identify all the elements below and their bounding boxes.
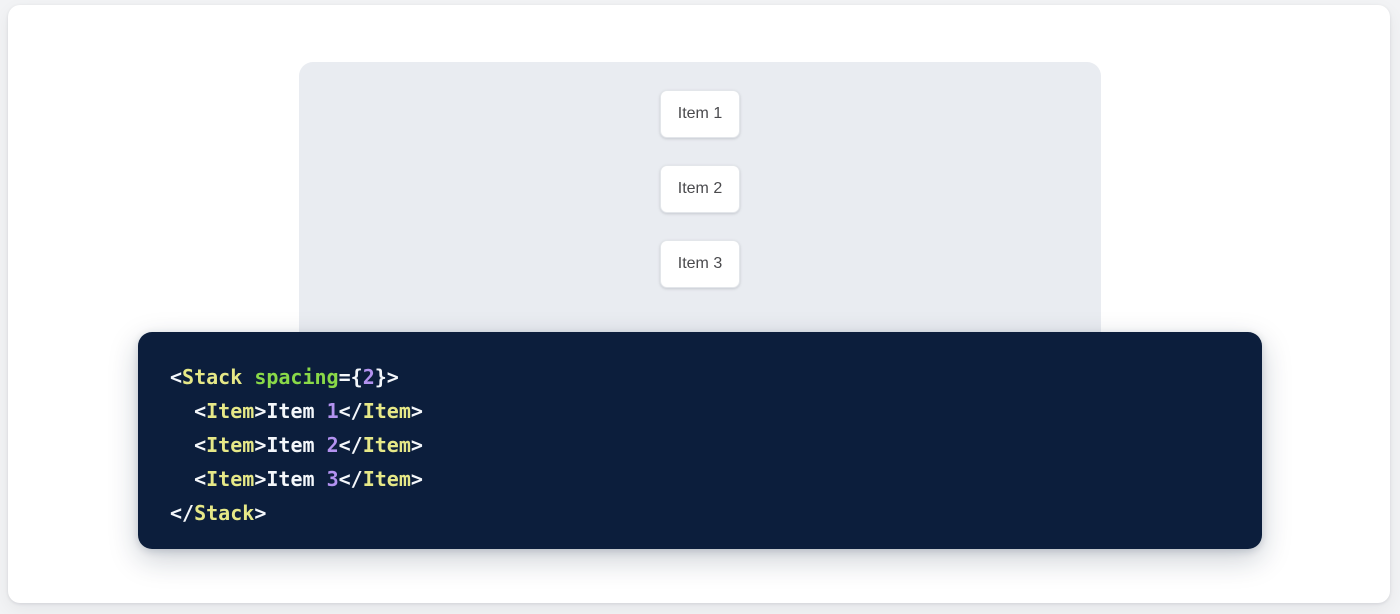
code-token-punct: </: [170, 501, 194, 525]
code-token-tag: Stack: [182, 365, 242, 389]
code-token-punct: >: [254, 399, 266, 423]
code-token-tag: Item: [206, 467, 254, 491]
code-token-tag: Stack: [194, 501, 254, 525]
stack-item[interactable]: Item 3: [660, 240, 740, 288]
code-token-num: 2: [327, 433, 339, 457]
code-token-tag: Item: [206, 433, 254, 457]
stack-item[interactable]: Item 2: [660, 165, 740, 213]
code-line: </Stack>: [170, 496, 1262, 530]
component-preview-panel: Item 1 Item 2 Item 3: [299, 62, 1101, 362]
code-token-punct: </: [339, 433, 363, 457]
code-indent: [170, 433, 194, 457]
code-token-num: 3: [327, 467, 339, 491]
code-token-tag: Item: [363, 433, 411, 457]
code-token-punct: >: [411, 467, 423, 491]
code-token-punct: ={: [339, 365, 363, 389]
code-token-text: [242, 365, 254, 389]
app-card: Item 1Item 2Item 3 <Stack spacing={2}> <…: [8, 5, 1390, 603]
code-token-num: 1: [327, 399, 339, 423]
code-indent: [170, 399, 194, 423]
code-token-punct: </: [339, 467, 363, 491]
code-token-punct: >: [254, 433, 266, 457]
code-content: <Stack spacing={2}> <Item>Item 1</Item> …: [170, 360, 1262, 530]
code-indent: [170, 467, 194, 491]
code-token-tag: Item: [206, 399, 254, 423]
stack-item[interactable]: Item 1: [660, 90, 740, 138]
code-line: <Item>Item 2</Item>: [170, 428, 1262, 462]
code-token-punct: >: [411, 399, 423, 423]
code-token-punct: >: [254, 501, 266, 525]
code-token-text: Item: [266, 433, 326, 457]
code-token-text: Item: [266, 467, 326, 491]
code-token-punct: <: [194, 433, 206, 457]
code-line: <Stack spacing={2}>: [170, 360, 1262, 394]
code-token-punct: <: [194, 467, 206, 491]
code-token-tag: Item: [363, 467, 411, 491]
code-token-punct: >: [254, 467, 266, 491]
code-line: <Item>Item 1</Item>: [170, 394, 1262, 428]
code-token-text: Item: [266, 399, 326, 423]
code-token-punct: }>: [375, 365, 399, 389]
stack-container: Item 1 Item 2 Item 3: [299, 90, 1101, 288]
code-token-tag: Item: [363, 399, 411, 423]
code-token-punct: >: [411, 433, 423, 457]
code-token-attr: spacing: [254, 365, 338, 389]
code-token-punct: </: [339, 399, 363, 423]
code-token-num: 2: [363, 365, 375, 389]
code-line: <Item>Item 3</Item>: [170, 462, 1262, 496]
code-token-punct: <: [170, 365, 182, 389]
code-token-punct: <: [194, 399, 206, 423]
code-snippet-block[interactable]: <Stack spacing={2}> <Item>Item 1</Item> …: [138, 332, 1262, 549]
